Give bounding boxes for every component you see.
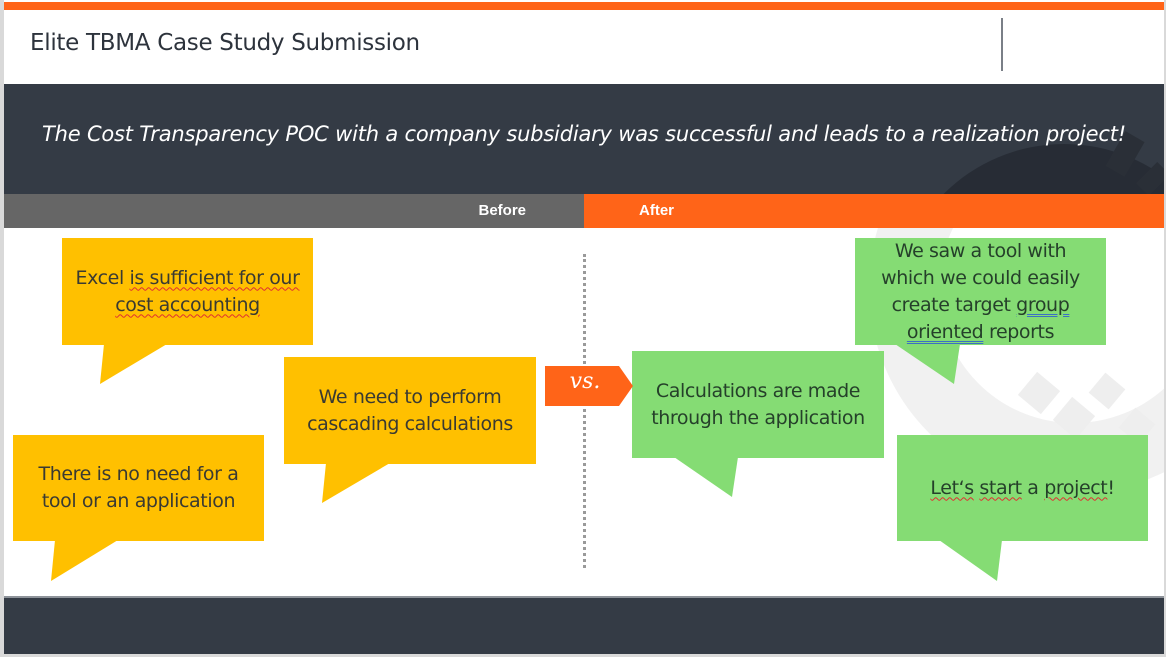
- speech-tail-icon: [895, 344, 960, 384]
- speech-tail-icon: [674, 457, 738, 497]
- headline-banner: The Cost Transparency POC with a company…: [4, 84, 1164, 194]
- bubble-text: We saw a tool with: [894, 239, 1067, 262]
- bubble-text: create target: [891, 293, 1017, 316]
- bubble-text: group: [1016, 293, 1070, 316]
- bubble-text: cost accounting: [115, 293, 260, 316]
- bubble-text: is sufficient for our: [129, 266, 300, 289]
- comparison-area: Excel is sufficient for our cost account…: [4, 228, 1164, 596]
- bubble-text: cascading calculations: [307, 412, 513, 435]
- after-bubble-target-reports: We saw a tool with which we could easily…: [855, 238, 1106, 386]
- bubble-text: through the application: [651, 406, 865, 429]
- gear-watermark-icon: [943, 131, 1164, 194]
- arrow-tag-icon: [545, 366, 633, 406]
- top-accent-bar: [4, 2, 1164, 10]
- bubble-text: Excel: [75, 266, 130, 289]
- headline-text: The Cost Transparency POC with a company…: [42, 122, 1126, 146]
- footer-bar: [4, 596, 1164, 654]
- tab-before-label: Before: [478, 202, 526, 219]
- bubble-text: tool or an application: [41, 490, 236, 512]
- bubble-text: oriented: [906, 320, 984, 343]
- tab-before: Before: [4, 194, 584, 228]
- before-after-divider: [583, 254, 586, 568]
- before-bubble-cascading: We need to perform cascading calculation…: [284, 357, 536, 507]
- presentation-slide: Elite TBMA Case Study Submission The Cos…: [4, 0, 1164, 654]
- slide-title: Elite TBMA Case Study Submission: [30, 30, 420, 56]
- after-bubble-start-project: Let‘s start a project!: [897, 435, 1148, 583]
- bubble-text: start: [979, 476, 1022, 499]
- before-bubble-no-need: There is no need for a tool or an applic…: [13, 435, 264, 583]
- bubble-text: a: [1021, 476, 1045, 499]
- speech-tail-icon: [100, 344, 167, 384]
- bubble-text: We need to perform: [318, 385, 502, 408]
- speech-tail-icon: [51, 540, 118, 581]
- bubble-text: Let‘s: [930, 476, 974, 499]
- speech-tail-icon: [939, 540, 1002, 581]
- bubble-text: Calculations are made: [655, 379, 861, 402]
- tab-after: After: [584, 194, 1164, 228]
- before-after-header: Before After: [4, 194, 1164, 228]
- vs-tag: vs.: [545, 366, 635, 406]
- bubble-text: reports: [983, 320, 1055, 343]
- before-bubble-excel: Excel is sufficient for our cost account…: [62, 238, 313, 386]
- bubble-text: !: [1107, 476, 1115, 499]
- bubble-text: which we could easily: [881, 266, 1080, 289]
- tab-after-label: After: [639, 202, 675, 219]
- title-divider: [1001, 18, 1003, 71]
- bubble-text: There is no need for a: [38, 463, 239, 485]
- after-bubble-calculations: Calculations are made through the applic…: [632, 351, 884, 501]
- vs-label: vs.: [569, 369, 601, 394]
- bubble-text: project: [1044, 476, 1108, 499]
- speech-tail-icon: [322, 463, 390, 503]
